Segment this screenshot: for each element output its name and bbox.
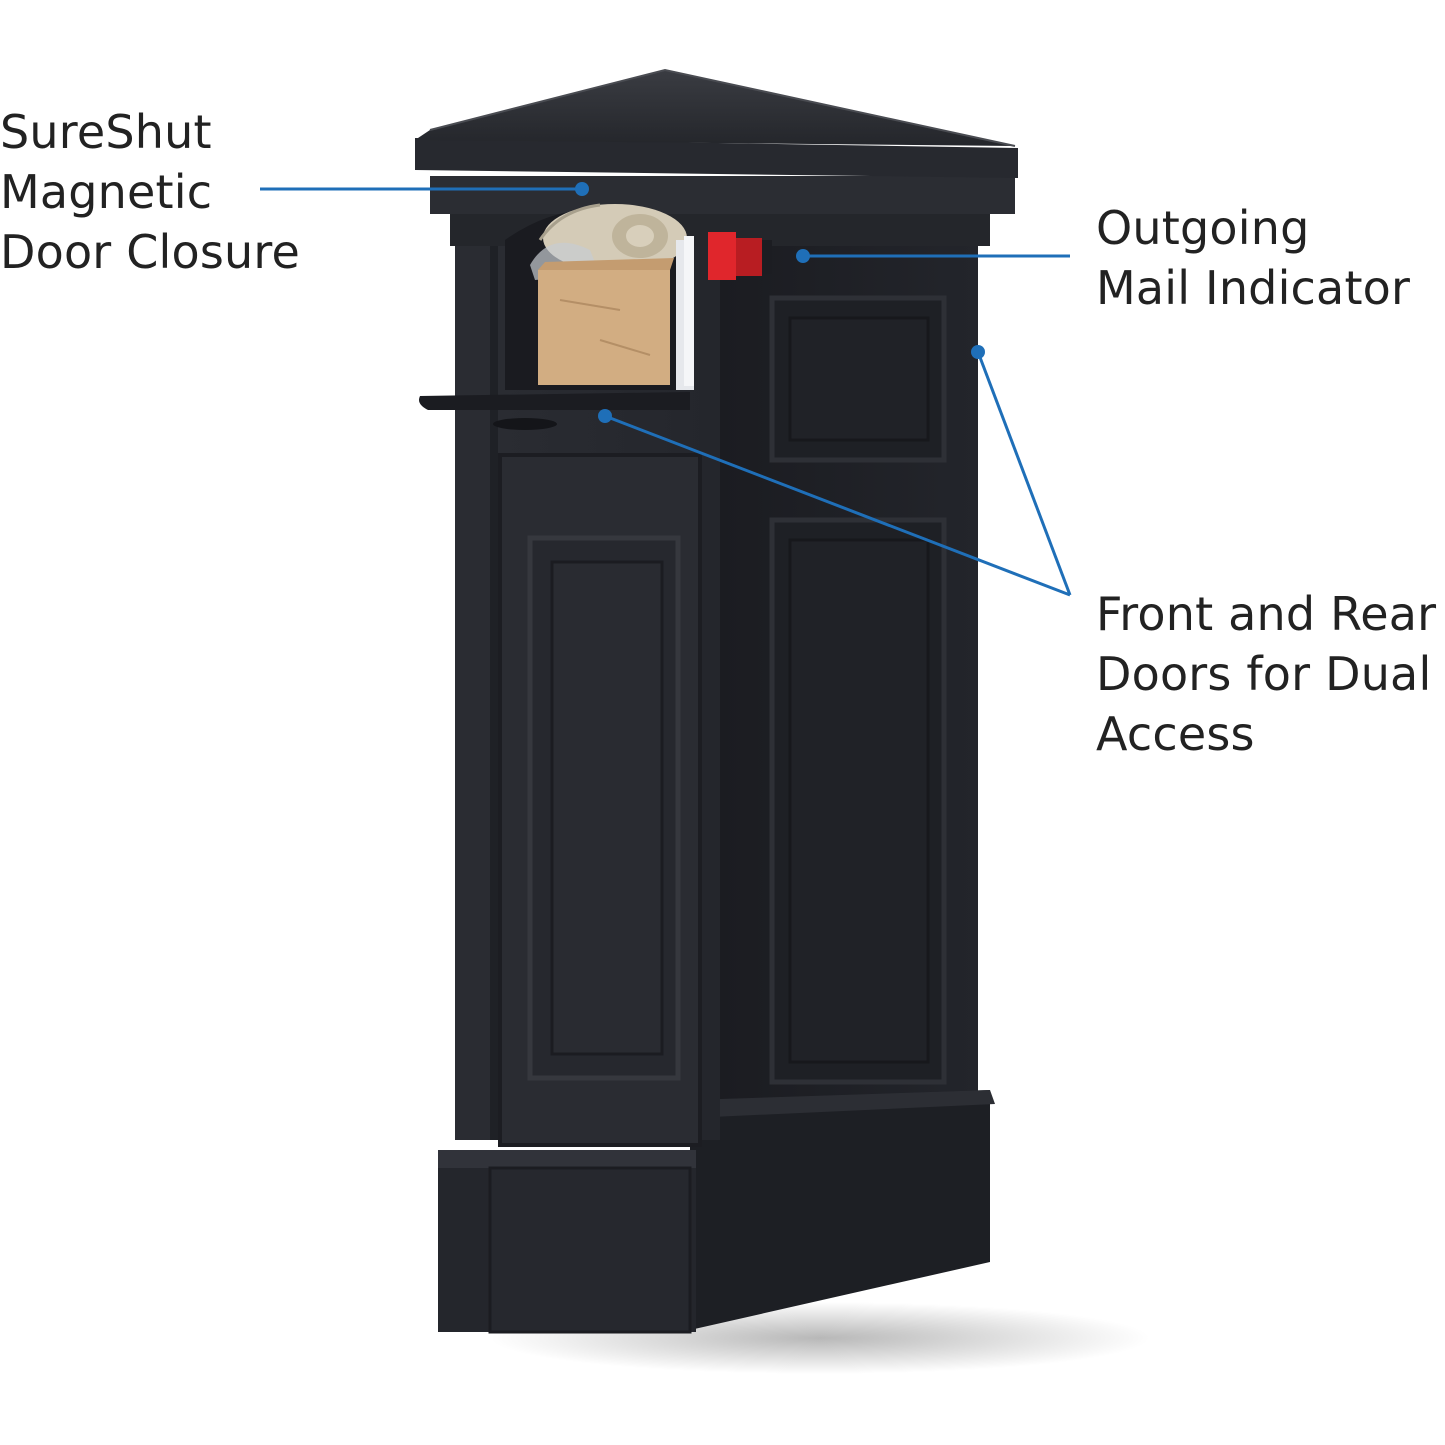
callout-text: Door Closure [0, 225, 301, 279]
mailbox-side-face [690, 235, 995, 1330]
callout-text: Magnetic [0, 165, 213, 219]
callout-text: Outgoing [1096, 201, 1310, 255]
callout-dual-doors: Front and Rear Doors for Dual Access [1096, 584, 1436, 764]
leader-dots [575, 182, 985, 423]
callout-text: SureShut [0, 105, 212, 159]
leader-dot-rear-door [971, 345, 985, 359]
leader-dot-front-door [598, 409, 612, 423]
callout-text: Doors for Dual [1096, 647, 1432, 701]
callout-text: Access [1096, 707, 1255, 761]
leader-dot-closure [575, 182, 589, 196]
open-door[interactable] [419, 392, 690, 430]
mail-compartment [505, 203, 694, 390]
mailbox-cornice [415, 138, 1018, 246]
callout-door-closure: SureShut Magnetic Door Closure [0, 102, 300, 282]
callout-text: Mail Indicator [1096, 261, 1411, 315]
leader-lines [260, 187, 1072, 597]
package-box [538, 270, 670, 385]
mailbox-roof [415, 70, 1015, 146]
outgoing-mail-flag[interactable] [708, 232, 772, 280]
callout-text: Front and Rear [1096, 587, 1437, 641]
callout-mail-indicator: Outgoing Mail Indicator [1096, 198, 1410, 318]
leader-dot-flag [796, 249, 810, 263]
